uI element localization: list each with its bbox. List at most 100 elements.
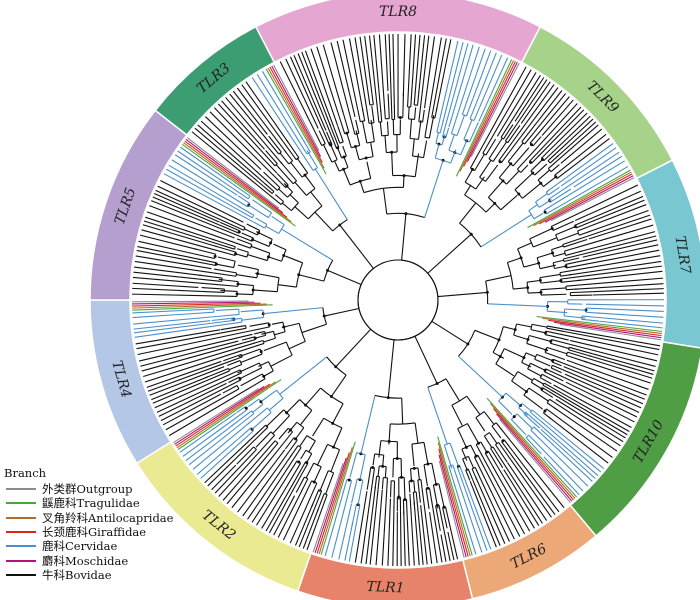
node-marker: [493, 201, 497, 205]
tree-branch: [182, 415, 240, 457]
tree-branch: [487, 303, 548, 307]
tree-branch: [143, 220, 212, 243]
tree-branch: [466, 62, 518, 162]
tree-branch: [214, 466, 241, 494]
tree-branch: [360, 120, 365, 123]
tree-branch: [434, 106, 438, 119]
tree-branch: [401, 398, 404, 425]
tree-branch: [290, 162, 303, 178]
tree-branch: [501, 441, 508, 451]
tree-branch: [516, 168, 522, 173]
tree-branch: [236, 385, 240, 390]
tree-branch: [525, 434, 530, 439]
tree-branch: [335, 328, 372, 368]
tree-branch: [549, 155, 559, 164]
tree-branch: [540, 421, 602, 473]
tree-branch: [425, 488, 430, 509]
tree-branch: [460, 139, 468, 156]
tree-branch: [483, 435, 492, 448]
tree-branch: [267, 361, 274, 372]
tree-branch: [490, 446, 494, 449]
node-marker: [543, 409, 547, 413]
tree-branch: [299, 435, 308, 447]
tree-branch: [538, 173, 633, 225]
tree-branch: [273, 495, 296, 536]
tree-branch: [543, 412, 552, 420]
tree-branch: [342, 39, 359, 110]
tree-branch: [553, 384, 632, 429]
tree-branch: [366, 161, 372, 179]
tree-branch: [525, 352, 536, 358]
tree-branch: [231, 442, 285, 509]
tree-branch: [433, 38, 447, 107]
tree-branch: [243, 378, 266, 392]
tree-branch: [348, 526, 357, 562]
tree-branch: [544, 371, 564, 382]
tree-branch: [587, 358, 653, 379]
tree-branch: [445, 378, 460, 402]
tree-branch: [523, 103, 578, 163]
tree-branch: [308, 440, 316, 453]
tree-branch: [247, 195, 251, 200]
tree-branch: [526, 342, 549, 352]
tree-branch: [359, 454, 366, 480]
tree-branch: [511, 380, 526, 392]
tree-branch: [332, 427, 343, 448]
tree-branch: [158, 382, 227, 417]
tree-branch: [536, 106, 582, 155]
tree-branch: [152, 196, 220, 226]
tree-branch: [236, 238, 253, 246]
tree-branch: [391, 152, 394, 176]
tree-branch: [271, 321, 283, 325]
tree-branch: [507, 142, 524, 163]
clade-label-tlr1: TLR1: [366, 579, 405, 597]
tree-branch: [359, 36, 371, 106]
tree-branch: [489, 432, 498, 444]
tree-branch: [174, 154, 238, 196]
tree-branch: [324, 307, 360, 317]
tree-branch: [233, 260, 236, 268]
tree-branch: [260, 174, 278, 191]
tree-branch: [565, 284, 579, 287]
tree-branch: [175, 383, 271, 447]
tree-branch: [207, 436, 259, 487]
tree-branch: [599, 317, 664, 324]
tree-branch: [132, 313, 189, 319]
tree-branch: [318, 130, 326, 144]
tree-branch: [588, 218, 652, 240]
tree-branch: [535, 201, 540, 208]
clade-segment-tlr3: [154, 25, 276, 137]
tree-branch: [439, 119, 445, 134]
tree-branch: [279, 161, 297, 182]
tree-branch: [204, 367, 229, 379]
tree-branch: [457, 423, 468, 430]
tree-branch: [553, 252, 566, 258]
tree-branch: [552, 358, 563, 364]
tree-branch: [423, 442, 429, 465]
tree-branch: [188, 311, 215, 315]
tree-branch: [534, 163, 548, 176]
tree-branch: [569, 335, 659, 356]
tree-branch: [227, 184, 249, 200]
legend-label: 外类群Outgroup: [42, 482, 133, 497]
tree-branch: [241, 232, 254, 239]
tree-branch: [132, 287, 202, 292]
tree-branch: [199, 274, 223, 279]
tree-branch: [411, 443, 415, 467]
tree-branch: [392, 497, 395, 566]
tree-branch: [192, 253, 215, 260]
tree-branch: [380, 109, 383, 123]
tree-branch: [286, 399, 301, 414]
tree-branch: [337, 125, 344, 143]
tree-branch: [557, 143, 614, 185]
tree-branch: [472, 479, 501, 546]
tree-branch: [269, 442, 279, 454]
tree-branch: [268, 472, 304, 534]
tree-branch: [250, 326, 270, 332]
tree-branch: [478, 57, 509, 122]
tree-branch: [529, 411, 545, 425]
tree-branch: [582, 239, 658, 258]
tree-branch: [192, 421, 251, 470]
tree-branch: [553, 259, 564, 264]
tree-branch: [139, 234, 198, 250]
